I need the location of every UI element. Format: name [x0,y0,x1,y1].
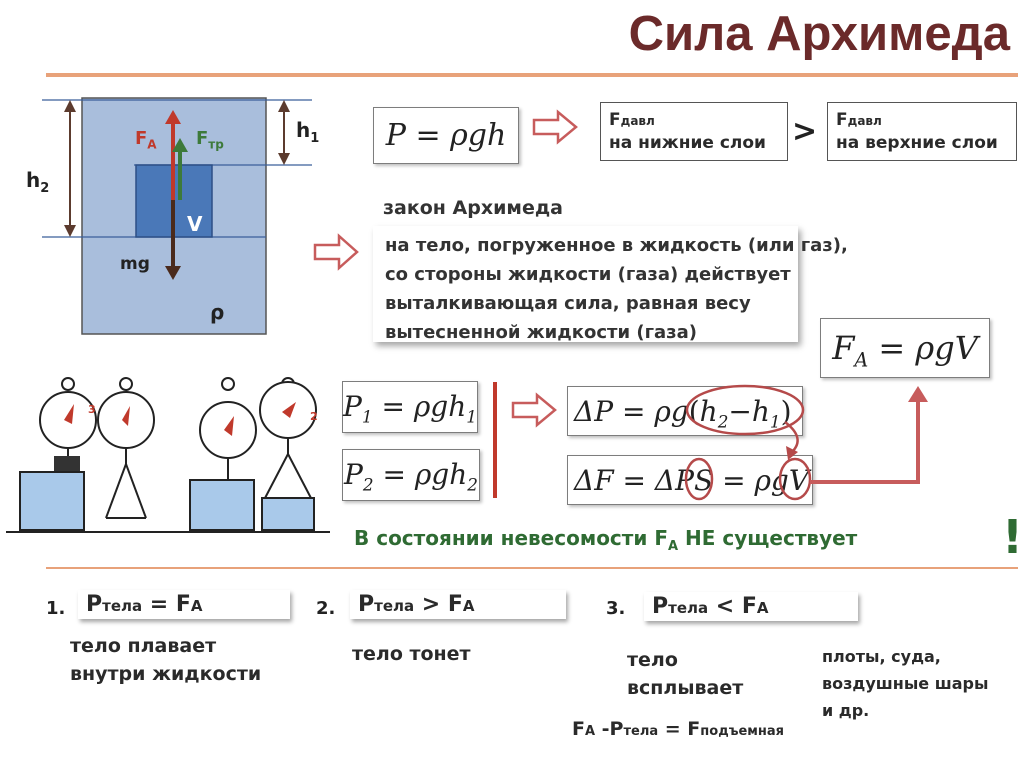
case-description: тело всплывает [627,649,744,699]
law-heading: закон Архимеда [383,197,564,219]
case-condition-box: Pтела > FA [350,590,566,619]
spring-scales-illustration [6,377,330,533]
derivation-arrows [684,384,928,501]
case-description: тело тонет [352,643,471,665]
scale-reading-label: 2 [310,410,318,423]
fa-label: FA [135,128,157,152]
h2-label: h2 [26,168,50,196]
title-divider [46,73,1018,77]
archimedes-force-formula: FA = ρgV [820,318,990,378]
law-line: вытесненной жидкости (газа) [385,322,697,343]
law-line: со стороны жидкости (газа) действует [385,264,791,285]
greater-than-sign: > [792,114,818,149]
volume-label: V [187,212,203,236]
page-title: Сила Архимеда [628,7,1010,61]
arrow-icon [511,392,557,428]
upper-layers-pressure-box: Fдавл на верхние слои [827,102,1017,161]
vertical-separator [493,382,497,498]
delta-p-formula: ΔP = ρg(h2−h1) [567,386,803,436]
lift-force-formula: FA -Pтела = Fподъемная [572,718,785,740]
arrow-icon [532,109,578,145]
mg-label: mg [120,254,150,274]
exclamation-mark: ! [1002,510,1023,564]
scale-reading-label: 3 [88,403,96,416]
section-divider [46,567,1018,569]
case-number: 1. [46,598,66,619]
case-condition-box: Pтела = FA [78,590,290,619]
lower-layers-pressure-box: Fдавл на нижние слои [600,102,788,161]
arrow-icon [313,233,359,271]
case-description: тело плавает внутри жидкости [70,635,262,685]
ftr-label: Fтр [196,128,224,152]
density-label: ρ [210,300,225,324]
law-line: выталкивающая сила, равная весу [385,293,751,314]
immersed-body-diagram [42,97,312,335]
pressure-formula: P = ρgh [373,107,519,164]
case-condition-box: Pтела < FA [644,592,858,621]
case-number: 3. [606,598,626,619]
case-number: 2. [316,598,336,619]
delta-f-formula: ΔF = ΔPS = ρgV [567,455,813,505]
law-line: на тело, погруженное в жидкость (или газ… [385,235,848,256]
h1-label: h1 [296,118,320,146]
law-text-box: на тело, погруженное в жидкость (или газ… [373,226,848,343]
weightlessness-note: В состоянии невесомости FA НЕ существует [354,526,858,554]
p2-formula: P2 = ρgh2 [342,449,480,501]
p1-formula: P1 = ρgh1 [342,381,478,433]
examples-list: плоты, суда, воздушные шары и др. [822,647,989,720]
